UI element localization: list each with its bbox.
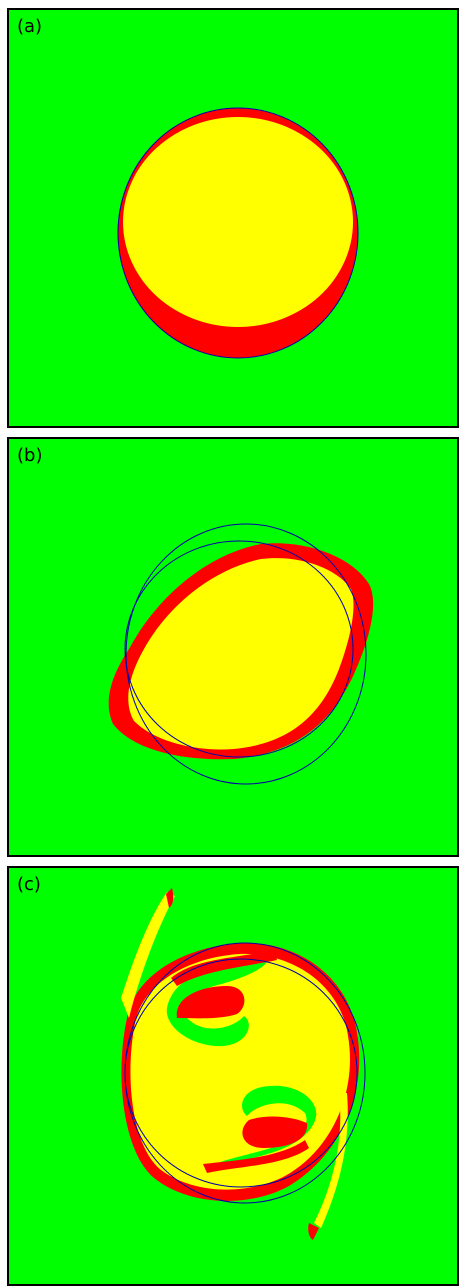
yellow-region	[128, 558, 354, 750]
panel-c-figure	[121, 888, 366, 1240]
vortex-lower-green	[209, 1085, 317, 1168]
vortex-upper-red	[176, 986, 245, 1019]
yellow-region	[123, 117, 353, 327]
panel-label-c: (c)	[17, 874, 41, 895]
filament-lower-right	[314, 1093, 348, 1228]
reference-circle	[117, 107, 359, 359]
filament-upper-left	[121, 892, 175, 1018]
panel-c: (c)	[7, 866, 459, 1286]
inner-circle	[124, 540, 354, 758]
panel-b: (b)	[7, 437, 459, 857]
vortex-lower-red	[242, 1116, 308, 1148]
panel-b-figure	[108, 523, 374, 785]
panel-label-a: (a)	[17, 16, 43, 37]
inner-circle	[124, 958, 358, 1188]
panel-a: (a)	[7, 8, 459, 428]
panel-a-figure	[117, 107, 359, 359]
panel-label-b: (b)	[17, 445, 43, 466]
reference-circle	[125, 523, 367, 785]
